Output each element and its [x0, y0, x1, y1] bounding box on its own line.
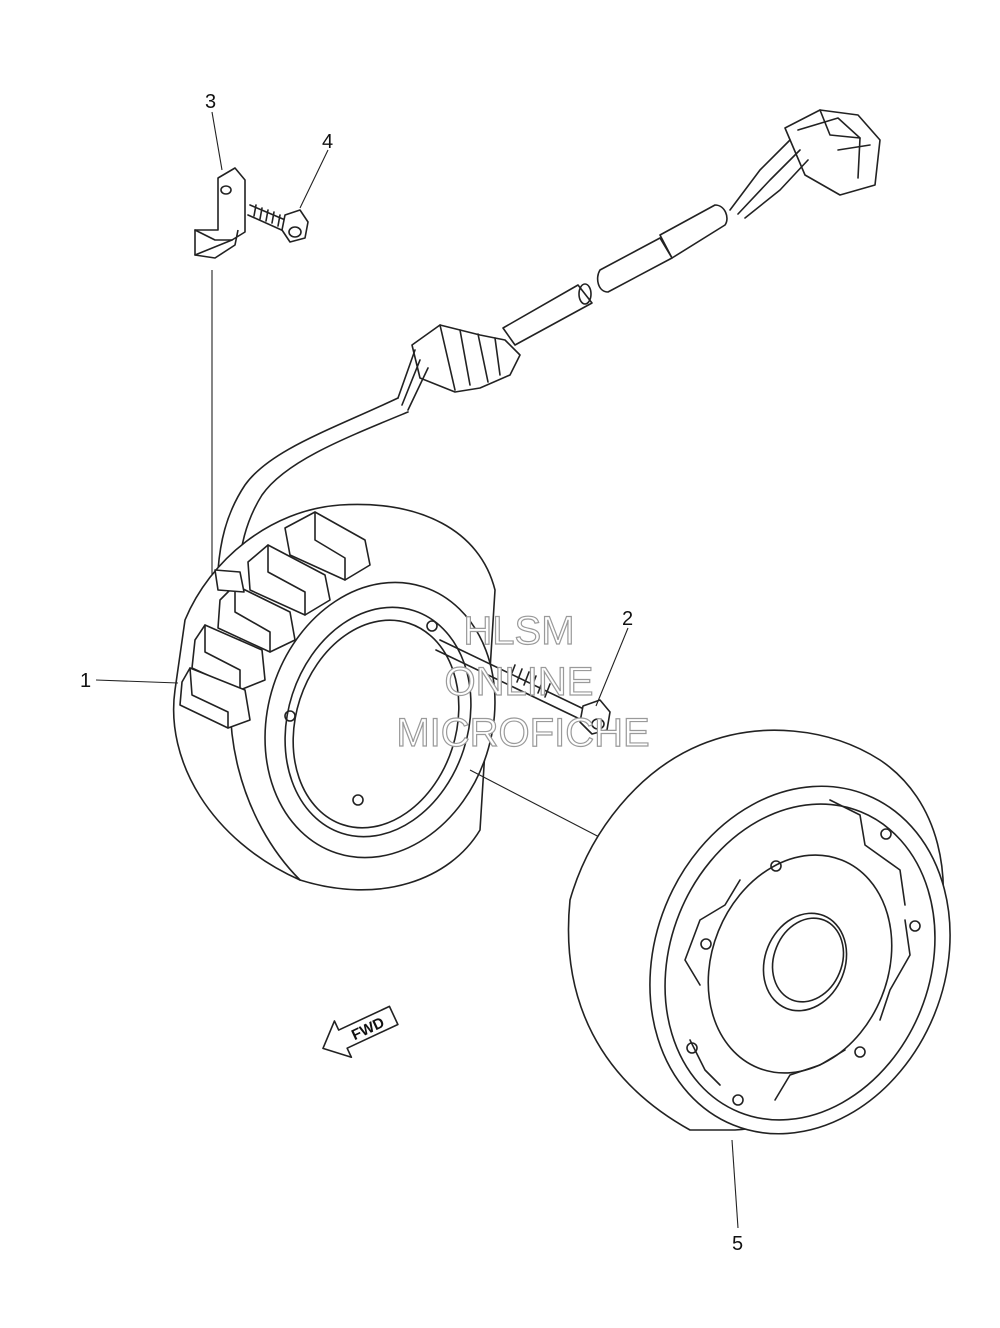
part-4-screw	[247, 204, 309, 243]
leader-2	[595, 627, 629, 707]
watermark-line-1: HLSM	[463, 609, 574, 653]
wire-cable	[217, 204, 728, 576]
watermark-line-2: ONLINE	[445, 660, 594, 704]
part-5-rotor	[567, 729, 951, 1135]
callout-1: 1	[80, 670, 91, 692]
part-3-clamp	[194, 167, 246, 259]
leader-1	[95, 679, 179, 684]
part-2-bolt	[435, 639, 611, 735]
leader-3	[211, 111, 223, 171]
guide-line-center	[469, 769, 606, 841]
wire-connector	[729, 109, 881, 219]
callout-5: 5	[732, 1233, 743, 1255]
part-1-stator	[172, 503, 496, 891]
watermark: HLSM ONLINE MICROFICHE	[396, 608, 651, 755]
fwd-arrow: FWD	[322, 1005, 399, 1059]
leader-5	[731, 1139, 739, 1229]
watermark-line-3: MICROFICHE	[396, 711, 649, 755]
callout-2: 2	[622, 608, 633, 630]
leader-4	[299, 149, 329, 209]
callout-3: 3	[205, 91, 216, 113]
callout-4: 4	[322, 131, 333, 153]
